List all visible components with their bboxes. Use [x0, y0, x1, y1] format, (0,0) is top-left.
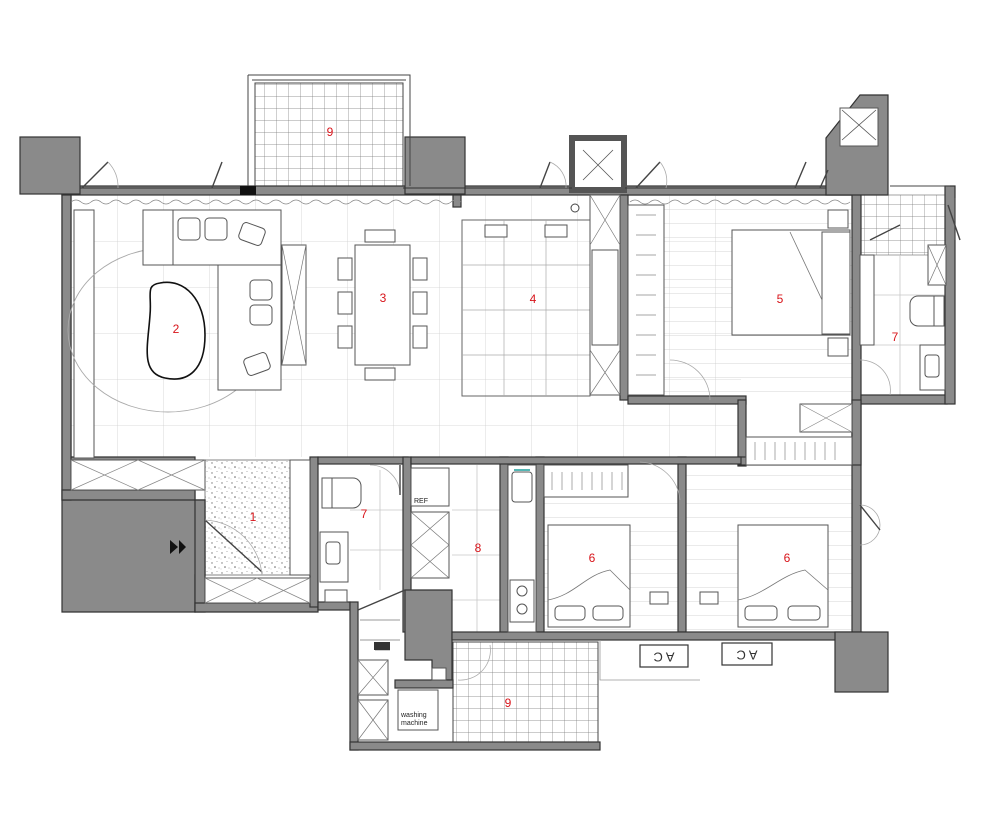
room-numbers: 1 2 3 4 5 7 7 8 6 6 9 9 — [173, 125, 899, 710]
room-number-study: 4 — [530, 292, 537, 306]
bedroom-b-furniture — [699, 436, 853, 628]
entry-cabinet-side — [289, 459, 311, 576]
service-wall-block — [404, 589, 453, 681]
pillar-top-left — [19, 136, 81, 195]
fixture-labels: REF washing machine A C A C — [400, 498, 757, 727]
entry-arrow-icon — [170, 540, 186, 554]
balcony-top-floor — [254, 82, 404, 189]
washing-machine — [397, 689, 439, 731]
entry-cabinet-top — [70, 459, 206, 491]
washer-label-line2: machine — [401, 720, 428, 727]
fridge-label: REF — [414, 498, 428, 505]
coffee-table-pebble — [146, 281, 206, 380]
living-furniture — [67, 209, 307, 459]
pillars — [19, 94, 889, 693]
dining-table — [354, 244, 411, 366]
pillar-bottom-right — [834, 631, 889, 693]
tv-wall-cabinet — [73, 209, 95, 459]
kitchen-grid — [452, 465, 502, 632]
room-number-bedroom-b: 6 — [784, 551, 791, 565]
entry-cabinet-bottom — [204, 577, 311, 604]
fridge — [410, 467, 450, 507]
curtain-master — [629, 199, 851, 205]
curtain-living — [70, 199, 462, 205]
sofa-arm — [142, 209, 174, 266]
balcony-bottom-floor — [452, 641, 599, 743]
shaft-top — [569, 135, 627, 193]
bedroom-a-furniture — [543, 464, 669, 628]
room-number-living: 2 — [173, 322, 180, 336]
ac-unit-2-label: A C — [737, 648, 758, 663]
study-fixtures — [484, 194, 621, 396]
room-number-kitchen: 8 — [475, 541, 482, 555]
ac-unit-1-label: A C — [654, 650, 675, 665]
room-number-bedroom-a: 6 — [589, 551, 596, 565]
entrance-fixtures — [70, 459, 311, 604]
windows — [70, 74, 956, 240]
master-closet — [627, 204, 665, 396]
master-bath-fixtures — [859, 244, 947, 391]
room-number-common-bath: 7 — [361, 507, 368, 521]
room-number-master-bath: 7 — [892, 330, 899, 344]
ac-unit-1 — [639, 644, 689, 668]
kitchen-sink — [511, 471, 533, 503]
common-bath-fixtures — [319, 477, 400, 651]
room-number-balcony-top: 9 — [327, 125, 334, 139]
washer-label-line1: washing — [400, 712, 427, 719]
master-bedroom-furniture — [627, 204, 853, 433]
common-bath-grid — [350, 470, 405, 590]
kitchen-fixtures — [410, 464, 537, 633]
study-tatami-lines — [462, 220, 590, 396]
master-bath-tile — [855, 194, 947, 256]
doors — [81, 161, 961, 681]
entrance-floor — [204, 459, 291, 576]
ac-unit-2 — [721, 642, 773, 666]
room-number-entrance: 1 — [250, 510, 257, 524]
pillar-top-mid — [404, 136, 466, 195]
laundry-fixtures — [357, 659, 447, 741]
room-number-balcony-bottom: 9 — [505, 696, 512, 710]
room-number-master-bedroom: 5 — [777, 292, 784, 306]
room-number-dining: 3 — [380, 291, 387, 305]
ac-units — [599, 640, 773, 681]
dining-furniture — [337, 229, 428, 381]
